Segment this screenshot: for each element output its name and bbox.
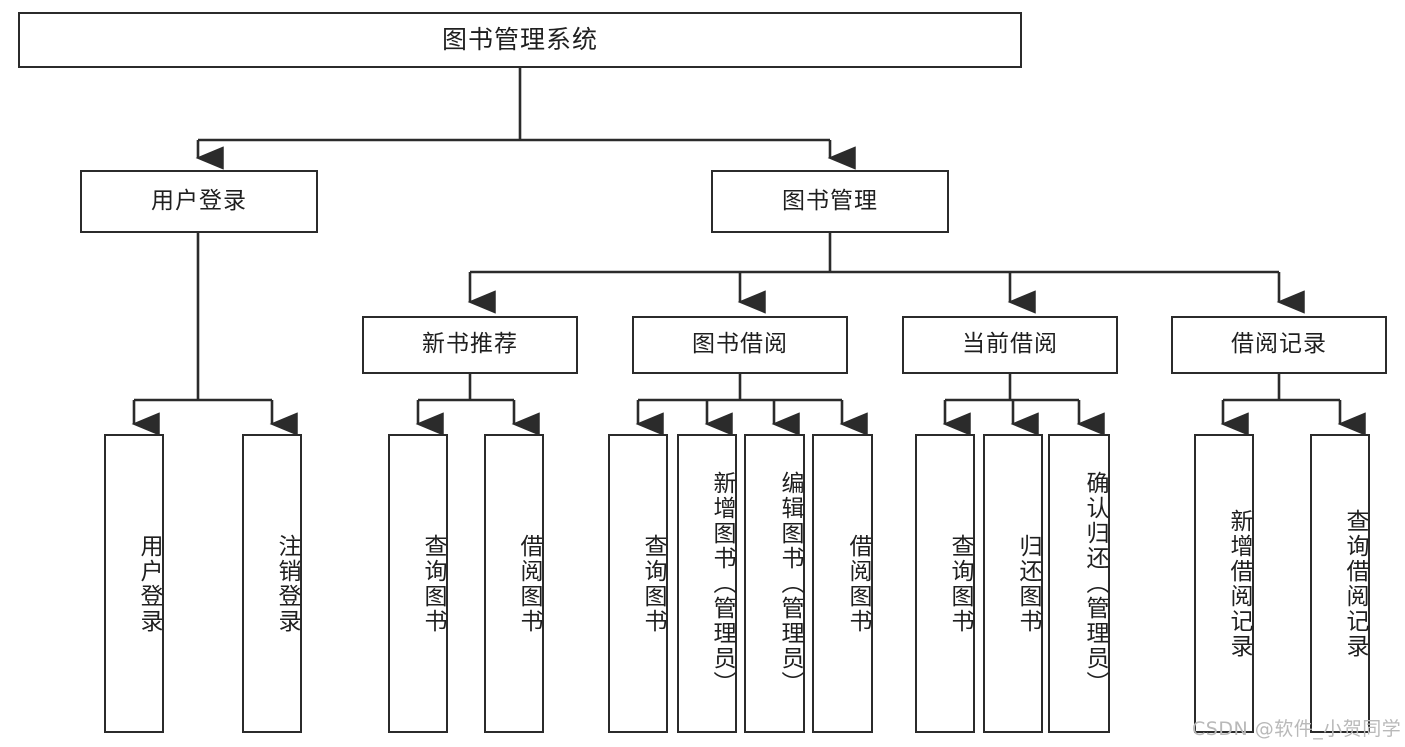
leaf-logout[interactable]: 注销登录 bbox=[242, 434, 302, 733]
leaf-borrow-book-2[interactable]: 借阅图书 bbox=[812, 434, 873, 733]
leaf-query-book-3[interactable]: 查询图书 bbox=[915, 434, 975, 733]
leaf-add-record-label: 新增借阅记录 bbox=[1226, 508, 1252, 659]
leaf-query-record[interactable]: 查询借阅记录 bbox=[1310, 434, 1370, 733]
node-borrow-record[interactable]: 借阅记录 bbox=[1171, 316, 1387, 374]
leaf-user-login-label: 用户登录 bbox=[136, 533, 162, 634]
leaf-confirm-return[interactable]: 确认归还（管理员） bbox=[1048, 434, 1110, 733]
leaf-query-book-2-label: 查询图书 bbox=[640, 533, 666, 634]
leaf-return-book-label: 归还图书 bbox=[1015, 533, 1041, 634]
node-user-login-label: 用户登录 bbox=[151, 187, 247, 214]
leaf-query-book-2[interactable]: 查询图书 bbox=[608, 434, 668, 733]
watermark: CSDN @软件_小贺同学 bbox=[1192, 718, 1402, 740]
leaf-edit-book[interactable]: 编辑图书（管理员） bbox=[744, 434, 805, 733]
node-user-login[interactable]: 用户登录 bbox=[80, 170, 318, 233]
leaf-add-book-label: 新增图书（管理员） bbox=[709, 471, 735, 696]
leaf-return-book[interactable]: 归还图书 bbox=[983, 434, 1043, 733]
leaf-query-book-3-label: 查询图书 bbox=[947, 533, 973, 634]
node-book-manage-label: 图书管理 bbox=[782, 187, 878, 214]
node-root[interactable]: 图书管理系统 bbox=[18, 12, 1022, 68]
node-current-borrow-label: 当前借阅 bbox=[962, 331, 1058, 358]
leaf-confirm-return-label: 确认归还（管理员） bbox=[1082, 471, 1108, 696]
leaf-user-login[interactable]: 用户登录 bbox=[104, 434, 164, 733]
leaf-query-book-1-label: 查询图书 bbox=[420, 533, 446, 634]
leaf-borrow-book-2-label: 借阅图书 bbox=[845, 533, 871, 634]
node-current-borrow[interactable]: 当前借阅 bbox=[902, 316, 1118, 374]
leaf-add-record[interactable]: 新增借阅记录 bbox=[1194, 434, 1254, 733]
leaf-logout-label: 注销登录 bbox=[274, 533, 300, 634]
leaf-borrow-book-1[interactable]: 借阅图书 bbox=[484, 434, 544, 733]
node-book-borrow[interactable]: 图书借阅 bbox=[632, 316, 848, 374]
leaf-query-book-1[interactable]: 查询图书 bbox=[388, 434, 448, 733]
leaf-add-book[interactable]: 新增图书（管理员） bbox=[677, 434, 737, 733]
node-root-label: 图书管理系统 bbox=[441, 25, 598, 55]
node-borrow-record-label: 借阅记录 bbox=[1231, 331, 1327, 358]
node-book-manage[interactable]: 图书管理 bbox=[711, 170, 949, 233]
node-new-book-rec-label: 新书推荐 bbox=[422, 331, 518, 358]
leaf-query-record-label: 查询借阅记录 bbox=[1342, 508, 1368, 659]
node-new-book-rec[interactable]: 新书推荐 bbox=[362, 316, 578, 374]
leaf-borrow-book-1-label: 借阅图书 bbox=[516, 533, 542, 634]
leaf-edit-book-label: 编辑图书（管理员） bbox=[777, 471, 803, 696]
node-book-borrow-label: 图书借阅 bbox=[692, 331, 788, 358]
